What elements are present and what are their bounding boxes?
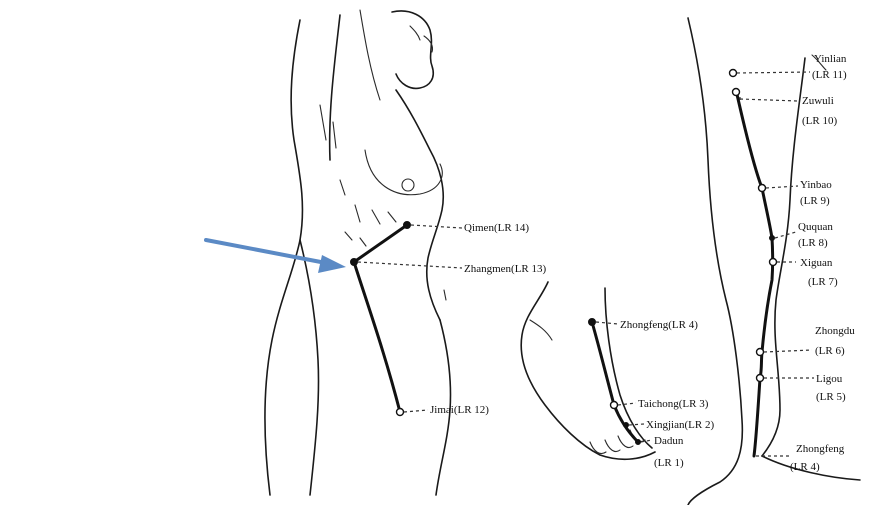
zhongfeng-leg-code: (LR 4)	[790, 461, 820, 473]
ququan-code: (LR 8)	[798, 237, 828, 249]
yinbao-point	[759, 185, 766, 192]
zhongfeng-foot-point	[589, 319, 596, 326]
zhongfeng-leg-label: Zhongfeng	[796, 443, 845, 455]
qimen-label: Qimen(LR 14)	[464, 222, 529, 234]
xiguan-label: Xiguan	[800, 257, 833, 269]
yinlian-code: (LR 11)	[812, 69, 847, 81]
torso-figure	[265, 10, 451, 495]
zhangmen-point	[351, 259, 358, 266]
zhongdu-point	[757, 349, 764, 356]
dadun-label: Dadun	[654, 435, 684, 447]
foot-meridian	[592, 322, 638, 442]
xingjian-point	[624, 423, 629, 428]
leg-points: Yinlian (LR 11) Zuwuli (LR 10) Yinbao (L…	[730, 53, 856, 473]
zhongdu-label: Zhongdu	[815, 325, 855, 337]
zuwuli-point	[733, 89, 740, 96]
ligou-code: (LR 5)	[816, 391, 846, 403]
qimen-point	[404, 222, 411, 229]
foot-points: Zhongfeng(LR 4) Taichong(LR 3) Xingjian(…	[589, 319, 715, 470]
zuwuli-label: Zuwuli	[802, 95, 834, 107]
jimai-label: Jimai(LR 12)	[430, 404, 489, 416]
ququan-point	[770, 236, 775, 241]
zuwuli-code: (LR 10)	[802, 115, 837, 127]
taichong-point	[611, 402, 618, 409]
ligou-point	[757, 375, 764, 382]
zhangmen-label: Zhangmen(LR 13)	[464, 263, 547, 275]
yinlian-label: Yinlian	[814, 53, 847, 65]
xiguan-point	[770, 259, 777, 266]
zhongfeng-foot-label: Zhongfeng(LR 4)	[620, 319, 698, 331]
xingjian-label: Xingjian(LR 2)	[646, 419, 714, 431]
dadun-point	[636, 440, 641, 445]
yinbao-label: Yinbao	[800, 179, 832, 191]
pointer-arrow	[206, 240, 346, 273]
jimai-point	[397, 409, 404, 416]
yinlian-point	[730, 70, 737, 77]
torso-meridian	[354, 225, 407, 412]
foot-figure	[521, 282, 655, 459]
zhongdu-code: (LR 6)	[815, 345, 845, 357]
taichong-label: Taichong(LR 3)	[638, 398, 709, 410]
dadun-code: (LR 1)	[654, 457, 684, 469]
torso-points: Qimen(LR 14) Zhangmen(LR 13) Jimai(LR 12…	[351, 222, 547, 417]
ququan-label: Ququan	[798, 221, 833, 233]
yinbao-code: (LR 9)	[800, 195, 830, 207]
ligou-label: Ligou	[816, 373, 843, 385]
xiguan-code: (LR 7)	[808, 276, 838, 288]
